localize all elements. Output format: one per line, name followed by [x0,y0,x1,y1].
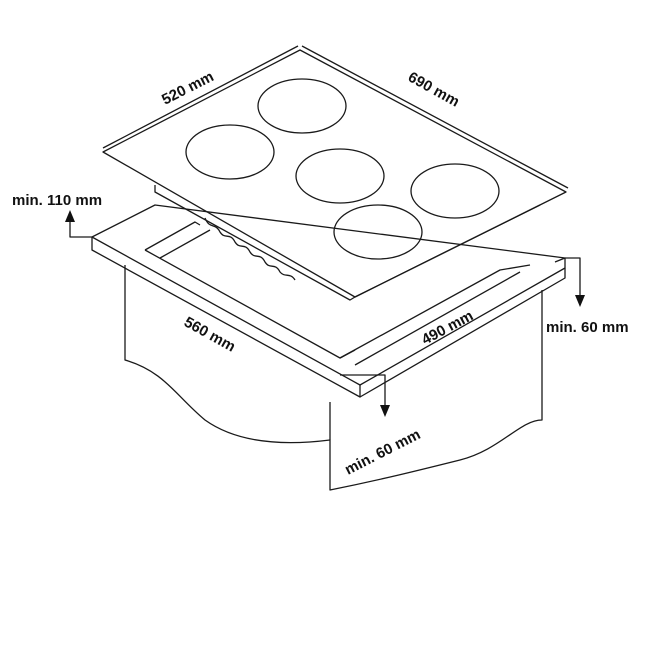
hob-width-label: 690 mm [405,69,462,111]
cabinet-body [124,265,543,491]
arrow-up-icon [65,210,75,222]
burner [295,148,385,204]
hob [102,45,569,301]
clearance-arrows [65,210,585,417]
hob-depth-label: 520 mm [159,68,217,109]
burner [185,124,275,180]
burner [410,163,500,219]
burner [333,204,423,260]
countertop [91,204,566,398]
min-side-clearance-label: min. 60 mm [546,319,629,336]
cutout-width-label: 560 mm [181,314,238,356]
min-front-clearance-label: min. 60 mm [342,426,423,479]
burners [185,78,500,260]
burner [257,78,347,134]
min-back-clearance-label: min. 110 mm [12,192,102,209]
arrow-down-icon [575,295,585,307]
arrow-down-icon [380,405,390,417]
